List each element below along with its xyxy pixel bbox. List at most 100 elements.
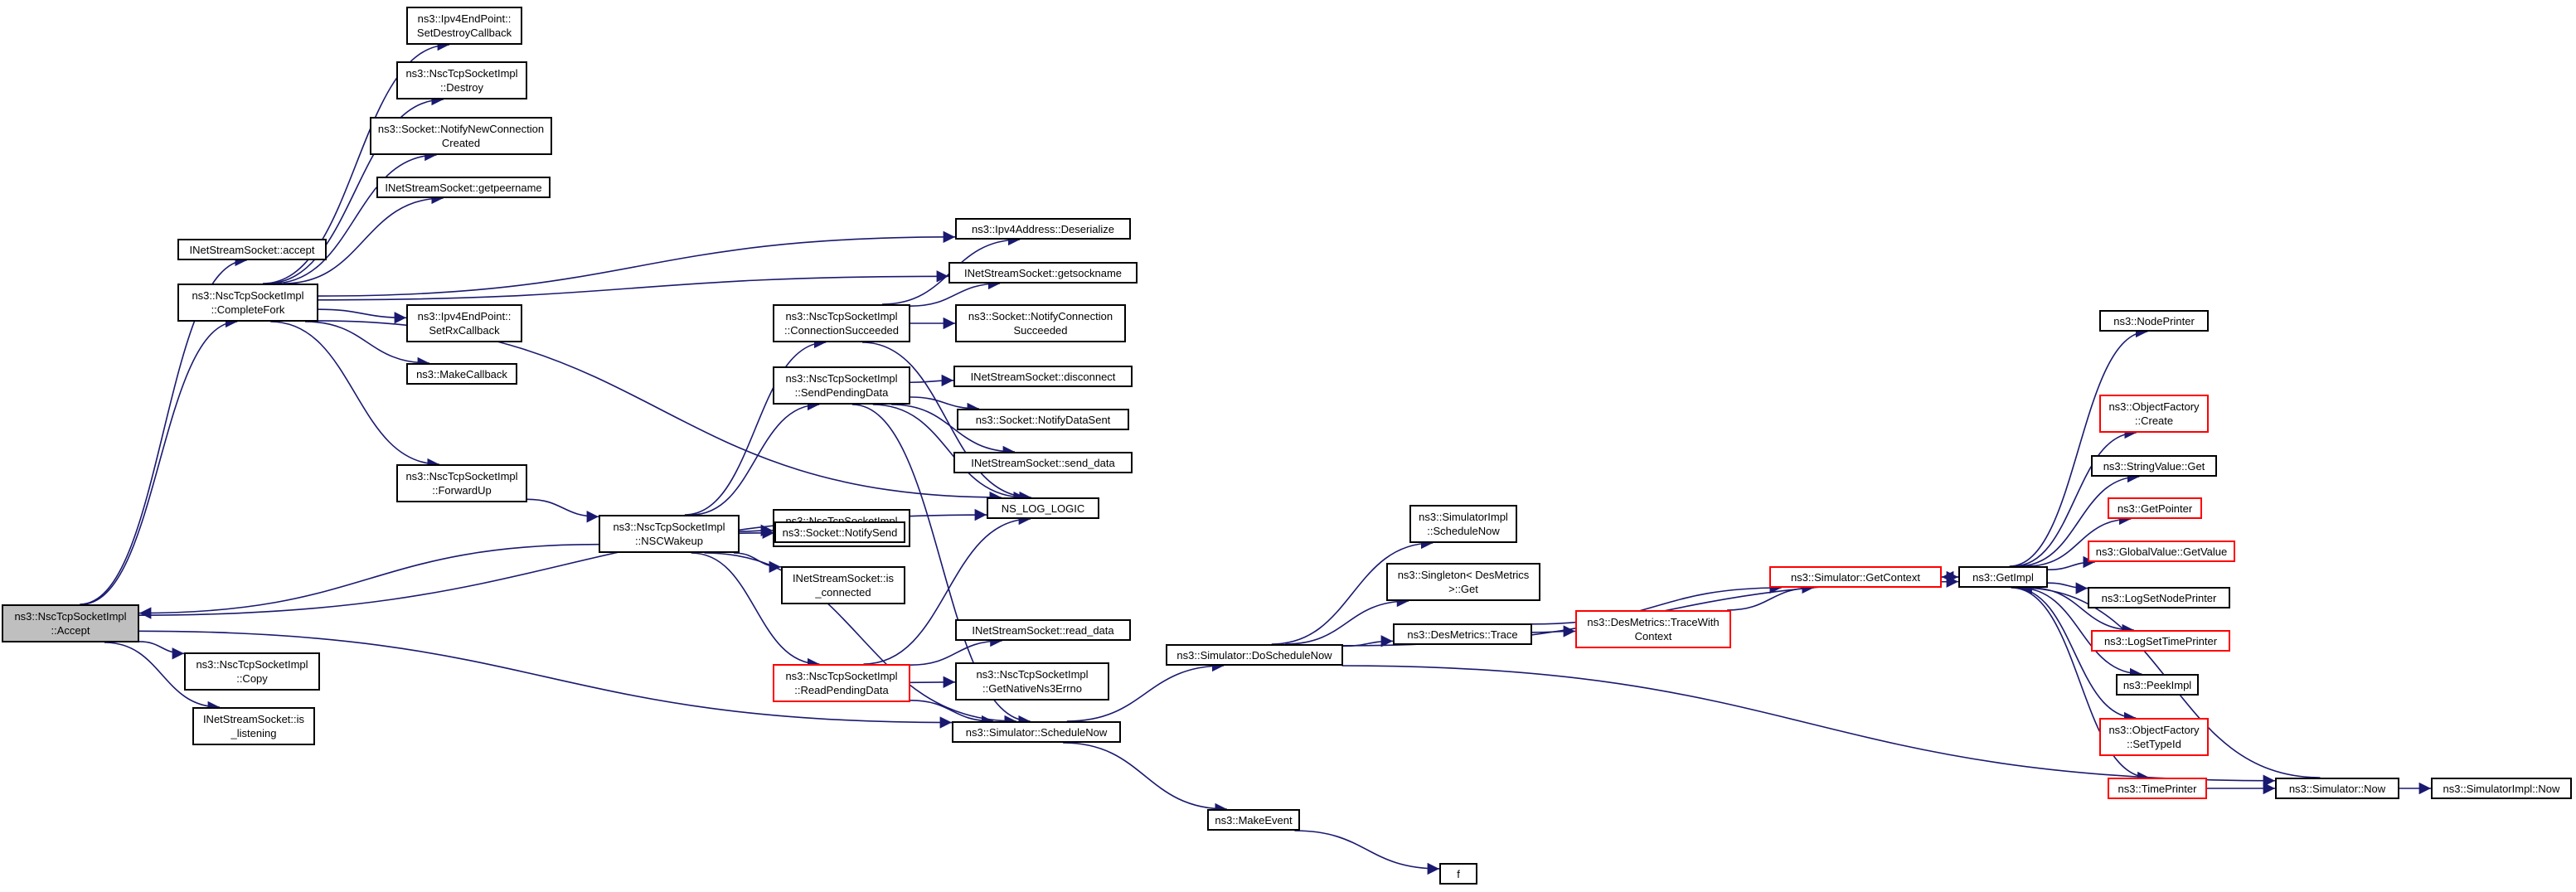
- node-disconnect[interactable]: INetStreamSocket::disconnect: [953, 366, 1133, 387]
- node-schedulenow[interactable]: ns3::Simulator::ScheduleNow: [952, 721, 1121, 743]
- node-label-line: ns3::MakeCallback: [416, 367, 507, 381]
- node-label-line: ns3::NscTcpSocketImpl: [196, 658, 308, 671]
- node-logsetnodeprinter[interactable]: ns3::LogSetNodePrinter: [2088, 587, 2230, 608]
- node-label-line: ns3::Ipv4EndPoint::: [417, 310, 512, 322]
- edge-getimpl-to-logsetnodeprinter: [2047, 582, 2088, 594]
- node-copy[interactable]: ns3::NscTcpSocketImpl::Copy: [184, 652, 320, 691]
- node-label-line: ns3::Ipv4Address::Deserialize: [972, 222, 1114, 235]
- node-getcontext[interactable]: ns3::Simulator::GetContext: [1769, 566, 1942, 588]
- node-simimpl-now[interactable]: ns3::SimulatorImpl::Now: [2431, 778, 2572, 799]
- node-label-line: ns3::NscTcpSocketImpl: [785, 310, 898, 322]
- edge-readpending-to-schedulenow: [910, 700, 994, 728]
- edge-getimpl-to-stringvalue_get: [2017, 470, 2140, 567]
- node-completefork[interactable]: ns3::NscTcpSocketImpl::CompleteFork: [177, 284, 318, 322]
- node-forwardup[interactable]: ns3::NscTcpSocketImpl::ForwardUp: [396, 464, 527, 502]
- node-getsockname[interactable]: INetStreamSocket::getsockname: [948, 262, 1138, 284]
- node-simimpl-schedulenow[interactable]: ns3::SimulatorImpl::ScheduleNow: [1409, 505, 1517, 543]
- node-objfactory-create[interactable]: ns3::ObjectFactory::Create: [2099, 395, 2209, 433]
- node-label-line: INetStreamSocket::read_data: [972, 623, 1114, 637]
- node-sendpending[interactable]: ns3::NscTcpSocketImpl::SendPendingData: [773, 366, 910, 405]
- node-label-line: ns3::ObjectFactory: [2108, 724, 2200, 736]
- edge-makeevent-to-f: [1294, 830, 1440, 875]
- edge-accept_root-to-islistening: [104, 642, 221, 714]
- edge-nscwakeup-to-schedulenow: [704, 552, 1016, 728]
- node-isconnected[interactable]: INetStreamSocket::is_connected: [781, 566, 905, 604]
- edge-connsucceeded-to-getsockname: [910, 277, 1001, 307]
- node-desmetrics-trace[interactable]: ns3::DesMetrics::Trace: [1393, 623, 1532, 645]
- node-getpeername[interactable]: INetStreamSocket::getpeername: [376, 177, 551, 198]
- edge-completefork-to-ipv4ep_setdestroy: [262, 38, 450, 284]
- node-readdata[interactable]: INetStreamSocket::read_data: [955, 619, 1131, 641]
- node-ipv4ep-setrx[interactable]: ns3::Ipv4EndPoint::SetRxCallback: [406, 304, 522, 342]
- node-label-line: INetStreamSocket::is: [792, 572, 895, 584]
- node-stringvalue-get[interactable]: ns3::StringValue::Get: [2091, 455, 2217, 477]
- node-deserialize[interactable]: ns3::Ipv4Address::Deserialize: [955, 218, 1131, 240]
- node-islistening[interactable]: INetStreamSocket::is_listening: [192, 707, 315, 745]
- node-label-line: ns3::GetImpl: [1972, 570, 2034, 584]
- node-connsucceeded[interactable]: ns3::NscTcpSocketImpl::ConnectionSucceed…: [773, 304, 910, 342]
- node-label-line: ns3::NscTcpSocketImpl: [976, 668, 1089, 681]
- node-getimpl[interactable]: ns3::GetImpl: [1958, 566, 2048, 588]
- node-senddata[interactable]: INetStreamSocket::send_data: [953, 452, 1133, 473]
- edge-doschedulenow-to-singleton: [1285, 594, 1409, 645]
- node-label-line: NS_LOG_LOGIC: [1001, 502, 1085, 515]
- node-label-line: ns3::DesMetrics::Trace: [1407, 628, 1518, 641]
- node-label-line: ns3::Ipv4EndPoint::: [417, 12, 512, 25]
- node-getnativeerrno[interactable]: ns3::NscTcpSocketImpl::GetNativeNs3Errno: [955, 662, 1109, 701]
- node-label-line: INetStreamSocket::send_data: [971, 456, 1115, 469]
- node-label-line: ns3::Simulator::ScheduleNow: [965, 725, 1108, 739]
- node-label-line: ns3::PeekImpl: [2122, 678, 2192, 691]
- node-doschedulenow[interactable]: ns3::Simulator::DoScheduleNow: [1166, 644, 1343, 666]
- node-nscwakeup[interactable]: ns3::NscTcpSocketImpl::NSCWakeup: [599, 515, 740, 553]
- edge-completefork-to-deserialize: [318, 230, 956, 297]
- edge-nscwakeup-to-connsucceeded: [684, 336, 827, 516]
- node-timeprinter[interactable]: ns3::TimePrinter: [2108, 778, 2207, 799]
- node-makeevent[interactable]: ns3::MakeEvent: [1207, 809, 1300, 831]
- node-label-line: ns3::Socket::NotifySend: [782, 526, 898, 539]
- node-label-line: _connected: [815, 586, 871, 599]
- node-getpointer[interactable]: ns3::GetPointer: [2108, 497, 2202, 519]
- node-notifydatasent[interactable]: ns3::Socket::NotifyDataSent: [957, 409, 1129, 430]
- node-makecallback[interactable]: ns3::MakeCallback: [406, 363, 517, 385]
- node-label-line: INetStreamSocket::accept: [189, 243, 315, 256]
- edge-getimpl-to-nodeprinter: [2009, 325, 2148, 567]
- node-logsettimeprinter[interactable]: ns3::LogSetTimePrinter: [2091, 630, 2230, 652]
- edge-accept_root-to-completefork: [80, 315, 238, 605]
- edge-schedulenow-to-makeevent: [1063, 742, 1227, 816]
- node-inet-accept[interactable]: INetStreamSocket::accept: [177, 239, 327, 260]
- node-label-line: ns3::SimulatorImpl: [1419, 511, 1508, 523]
- node-label-line: _listening: [230, 727, 277, 739]
- edge-accept_root-to-inet_accept: [80, 254, 247, 605]
- node-ipv4ep-setdestroy[interactable]: ns3::Ipv4EndPoint::SetDestroyCallback: [406, 7, 522, 45]
- node-notifysend[interactable]: ns3::Socket::NotifySend: [774, 521, 905, 543]
- node-singleton[interactable]: ns3::Singleton< DesMetrics >::Get: [1386, 563, 1540, 601]
- node-label-line: SetDestroyCallback: [416, 27, 512, 39]
- node-globalvalue-get[interactable]: ns3::GlobalValue::GetValue: [2088, 541, 2235, 562]
- node-label-line: ns3::Socket::NotifyDataSent: [975, 413, 1111, 426]
- node-label-line: ns3::DesMetrics::TraceWith: [1587, 616, 1720, 628]
- node-label-line: ns3::NscTcpSocketImpl: [405, 470, 518, 482]
- node-f[interactable]: f: [1439, 863, 1477, 885]
- node-nslog[interactable]: NS_LOG_LOGIC: [987, 497, 1099, 519]
- node-objfactory-settypeid[interactable]: ns3::ObjectFactory::SetTypeId: [2099, 718, 2209, 756]
- node-simulator-now[interactable]: ns3::Simulator::Now: [2275, 778, 2399, 799]
- edge-completefork-to-getpeername: [284, 191, 444, 284]
- node-readpending[interactable]: ns3::NscTcpSocketImpl::ReadPendingData: [773, 664, 910, 702]
- node-label-line: ns3::TimePrinter: [2118, 782, 2197, 795]
- node-label-line: Context: [1634, 630, 1672, 642]
- node-destroy[interactable]: ns3::NscTcpSocketImpl::Destroy: [396, 61, 527, 99]
- node-label-line: Succeeded: [1013, 324, 1068, 337]
- edge-completefork-to-forwardup: [270, 321, 439, 471]
- node-label-line: ns3::NscTcpSocketImpl: [785, 670, 898, 682]
- node-accept-root[interactable]: ns3::NscTcpSocketImpl::Accept: [2, 604, 139, 642]
- node-peekimpl[interactable]: ns3::PeekImpl: [2116, 674, 2199, 696]
- edge-accept_root-to-schedulenow: [138, 630, 953, 729]
- edge-completefork-to-notifynewconn: [272, 148, 437, 284]
- node-label-line: ::Create: [2134, 414, 2174, 427]
- node-nodeprinter[interactable]: ns3::NodePrinter: [2099, 310, 2209, 332]
- node-label-line: ns3::Simulator::GetContext: [1790, 570, 1921, 584]
- node-label-line: ns3::NscTcpSocketImpl: [785, 372, 898, 385]
